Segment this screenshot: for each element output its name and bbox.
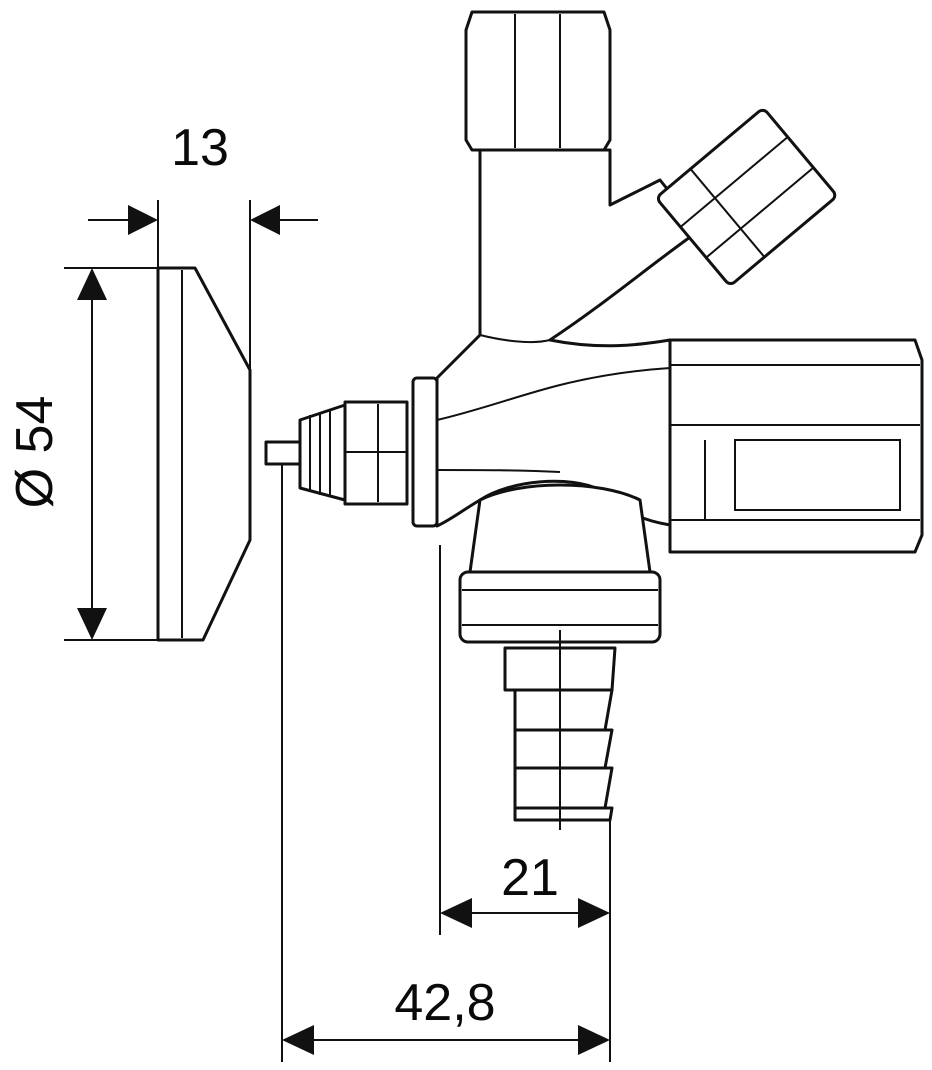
dim-label-13: 13 [171,119,229,177]
dim-label-diameter: Ø 54 [6,396,64,509]
angled-nut [656,108,837,286]
right-nut [668,338,924,554]
bottom-cap [458,483,662,644]
valve-body [264,10,924,830]
dim-label-42-8: 42,8 [394,974,495,1032]
dimension-13: 13 [88,119,318,370]
inlet-thread [264,400,409,506]
hose-barb [503,630,617,830]
top-nut [464,10,612,152]
dimension-42-8: 42,8 [281,465,610,1062]
dimension-diameter-54: Ø 54 [6,267,158,641]
rosette-cover [156,266,252,642]
dimension-21: 21 [439,545,611,1062]
flange [411,376,439,528]
dim-label-21: 21 [501,849,559,907]
body-casting [435,148,702,528]
